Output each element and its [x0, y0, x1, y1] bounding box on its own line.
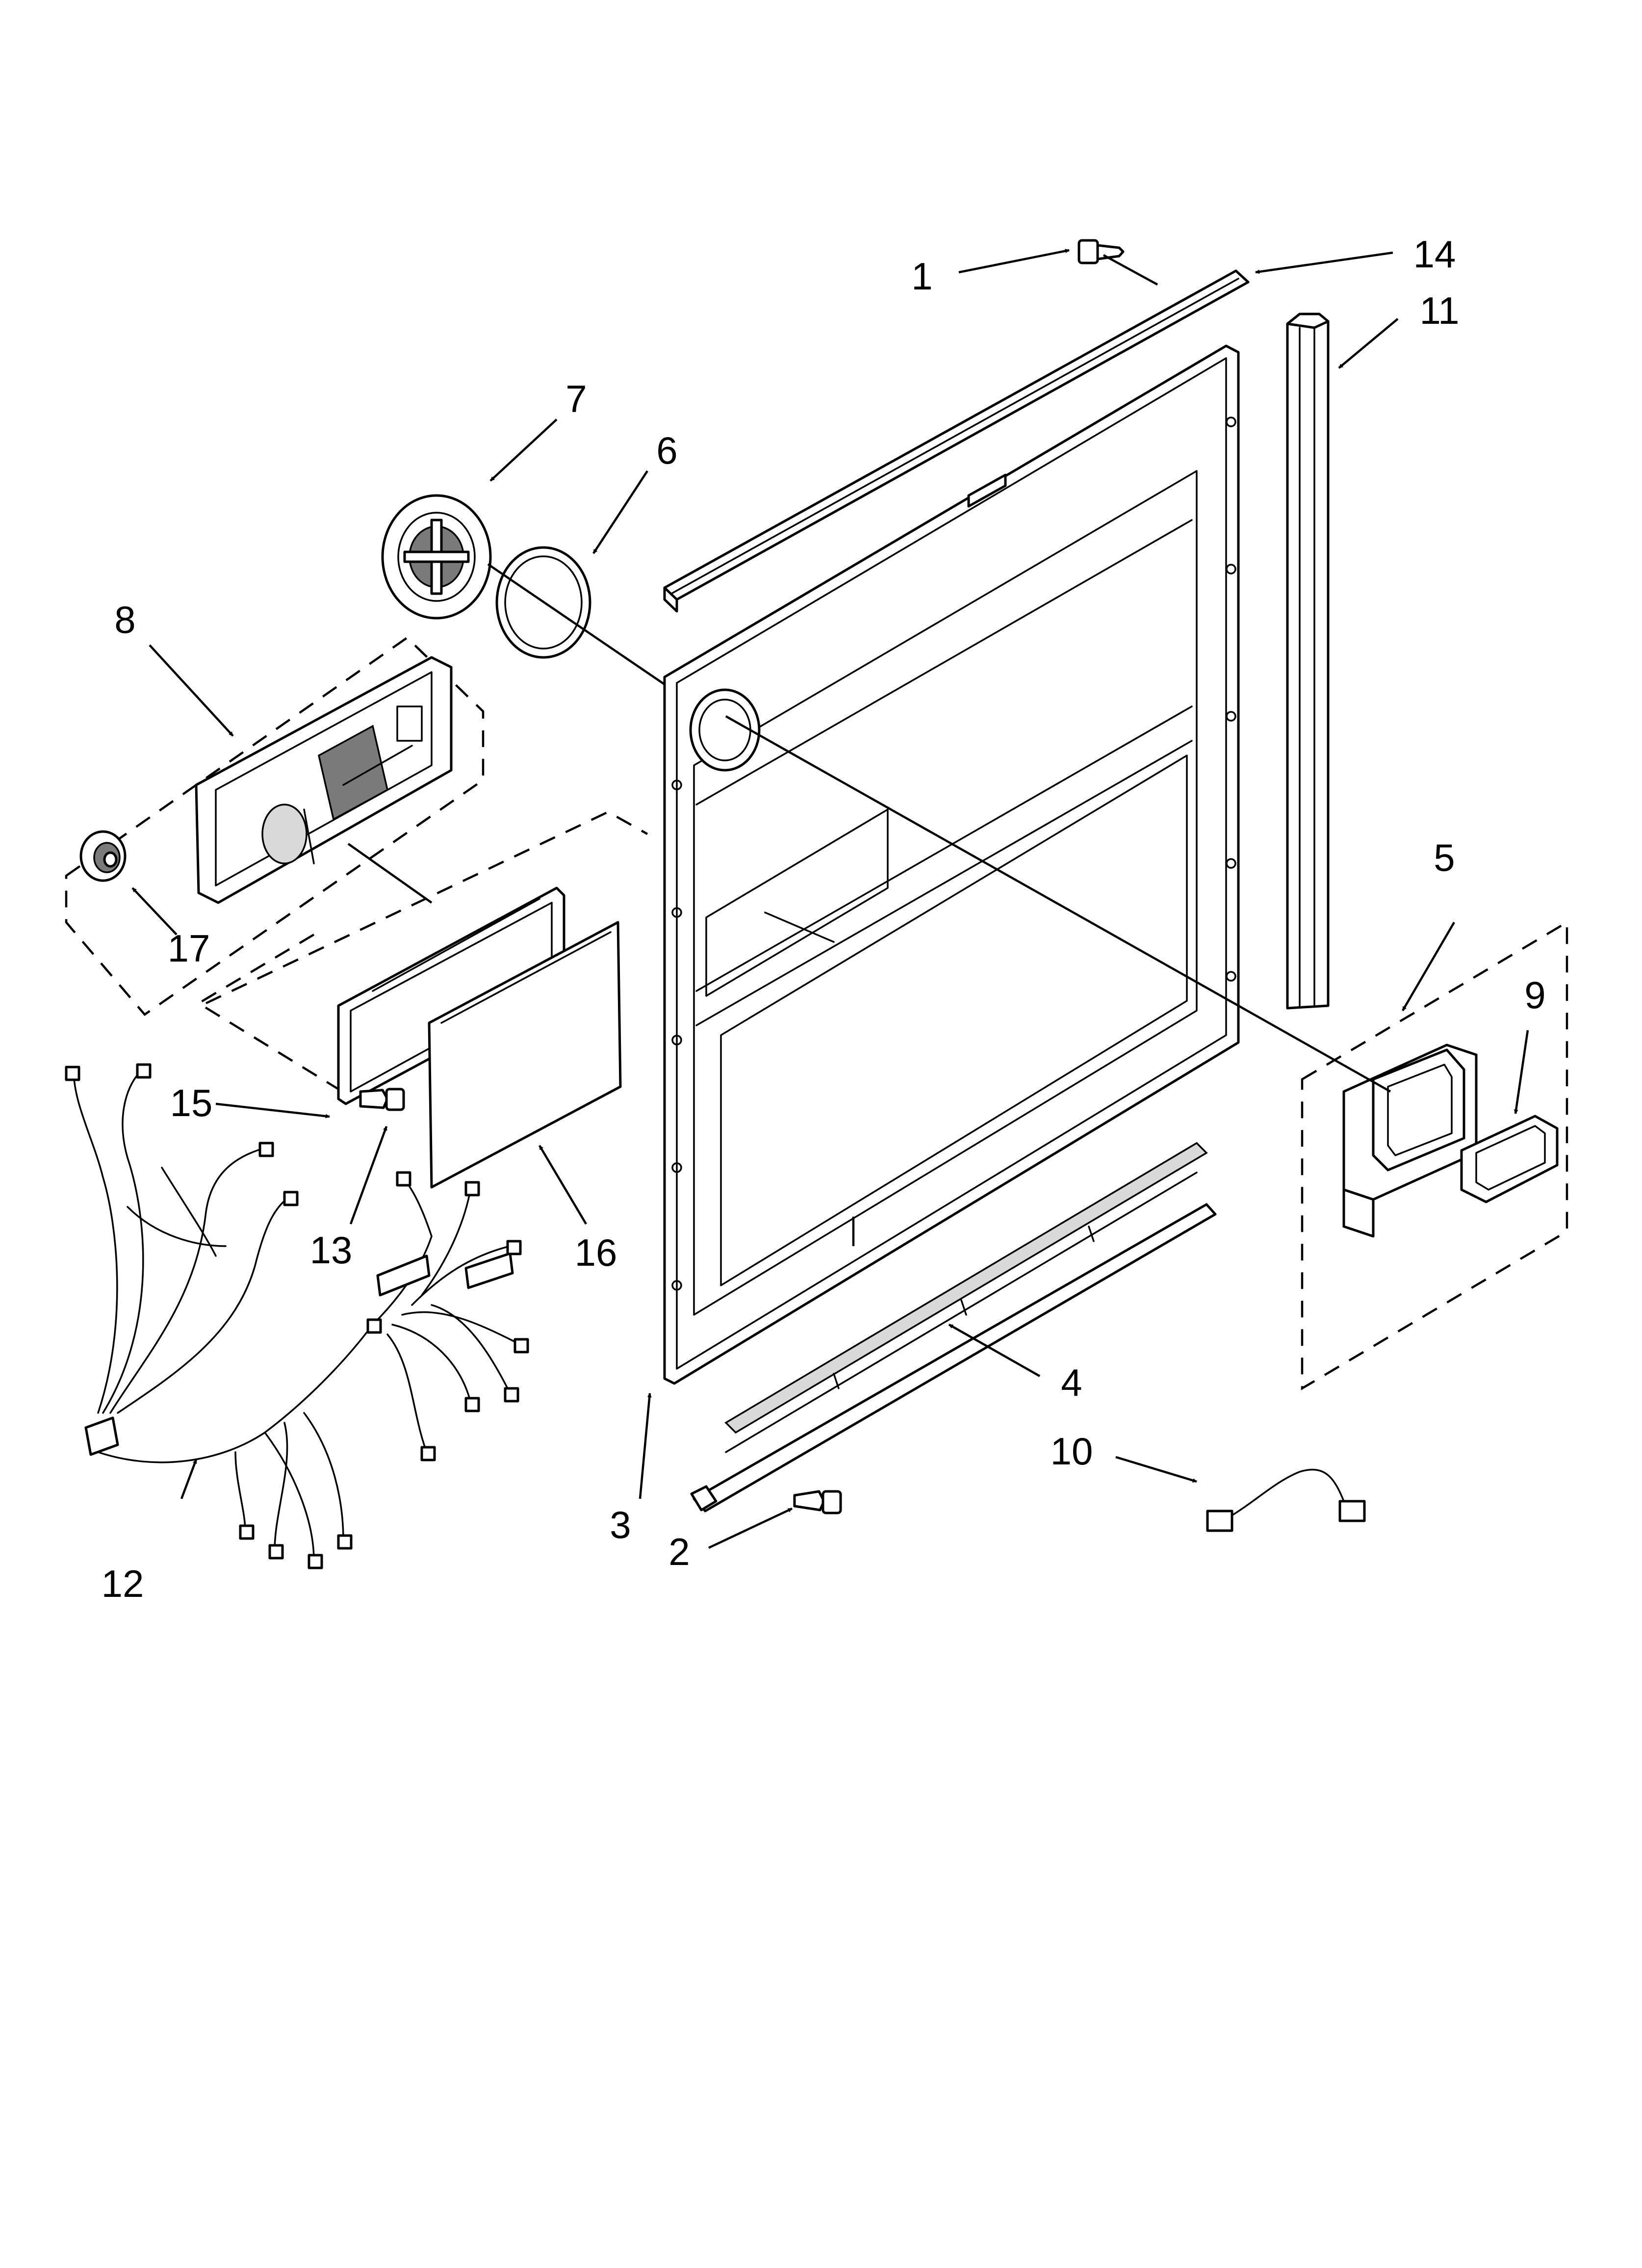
top-trim-strip [663, 269, 1250, 613]
callout-labels: 1 14 11 7 6 8 17 15 13 16 12 3 2 4 5 9 1… [102, 233, 1546, 1605]
screw-top [1078, 239, 1125, 264]
callout-12: 12 [102, 1562, 144, 1605]
callout-5: 5 [1434, 836, 1455, 879]
callout-16: 16 [575, 1231, 617, 1274]
callout-8: 8 [114, 598, 135, 641]
callout-4: 4 [1061, 1361, 1082, 1404]
vent-cap [381, 494, 492, 620]
dispenser-knob [79, 830, 127, 882]
callout-7: 7 [565, 377, 587, 420]
panel-mount-holes [671, 417, 1236, 1291]
callout-2: 2 [668, 1530, 690, 1573]
callout-9: 9 [1524, 973, 1545, 1017]
wire-connector [1206, 1469, 1366, 1532]
callout-3: 3 [610, 1503, 631, 1546]
dispenser-group-outline [65, 636, 485, 1017]
control-board-group-outline [196, 810, 648, 1090]
explosion-lines [347, 254, 1391, 1246]
vent-housing [1342, 1043, 1478, 1238]
bottom-hinge-strip [690, 1142, 1217, 1512]
callout-13: 13 [310, 1228, 353, 1272]
callout-1: 1 [911, 255, 932, 298]
control-board [428, 921, 622, 1189]
vent-seal [1460, 1115, 1559, 1203]
callout-11: 11 [1420, 289, 1460, 332]
board-screw [359, 1088, 405, 1111]
callout-17: 17 [168, 927, 210, 970]
wire-harness [65, 1063, 529, 1569]
callout-15: 15 [170, 1081, 213, 1124]
callout-leaders [131, 249, 1529, 1549]
callout-10: 10 [1051, 1430, 1093, 1473]
screw-bottom [793, 1490, 842, 1514]
inner-door-panel [663, 344, 1240, 1385]
callout-14: 14 [1413, 233, 1456, 276]
callout-6: 6 [656, 429, 677, 472]
vent-assembly-group-outline [1301, 920, 1568, 1390]
side-gasket [1286, 313, 1330, 1010]
dispenser-housing [195, 656, 453, 904]
